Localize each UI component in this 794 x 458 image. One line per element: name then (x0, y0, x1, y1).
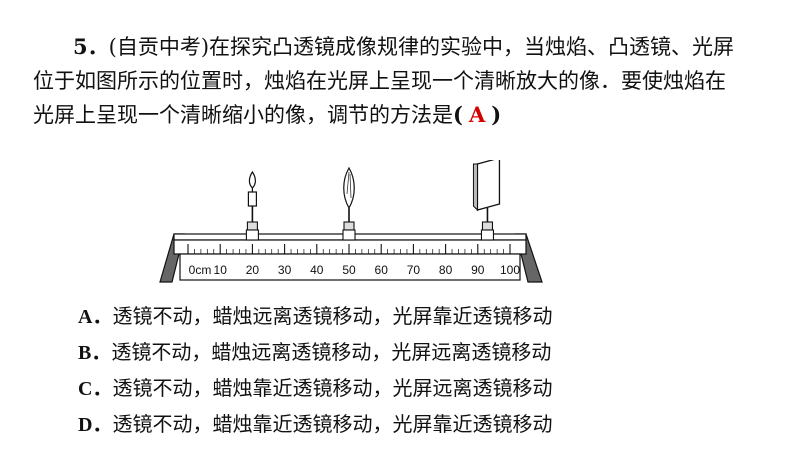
ruler-tick-label: 20 (246, 263, 260, 277)
option-c: C．透镜不动，蜡烛靠近透镜移动，光屏远离透镜移动 (78, 370, 552, 406)
ruler-tick-label: 10 (214, 263, 228, 277)
question-line-2: 位于如图所示的位置时，烛焰在光屏上呈现一个清晰放大的像．要使烛焰在 (33, 64, 768, 98)
question-line-3: 光屏上呈现一个清晰缩小的像，调节的方法是(A) (33, 98, 768, 132)
option-b-letter: B． (78, 342, 112, 364)
candle-flame (248, 170, 256, 189)
question-text-line-2: 位于如图所示的位置时，烛焰在光屏上呈现一个清晰放大的像．要使烛焰在 (33, 69, 726, 93)
option-c-letter: C． (78, 378, 113, 400)
option-b-text: 透镜不动，蜡烛远离透镜移动，光屏远离透镜移动 (111, 340, 552, 364)
candle-body (247, 191, 258, 207)
question-line-1: 5．(自贡中考)在探究凸透镜成像规律的实验中，当烛焰、凸透镜、光屏 (33, 30, 768, 64)
screen-holder (472, 160, 501, 241)
ruler-tick-label: 60 (375, 263, 389, 277)
answer-letter: A (468, 102, 486, 127)
light-screen (476, 160, 501, 211)
option-d: D．透镜不动，蜡烛靠近透镜移动，光屏靠近透镜移动 (78, 406, 552, 442)
question-stem: 5．(自贡中考)在探究凸透镜成像规律的实验中，当烛焰、凸透镜、光屏 位于如图所示… (33, 30, 768, 132)
ruler-tick-label: 40 (310, 263, 324, 277)
question-number: 5． (73, 34, 109, 59)
ruler-ticks (187, 244, 511, 254)
option-d-text: 透镜不动，蜡烛靠近透镜移动，光屏靠近透镜移动 (112, 412, 553, 436)
ruler-tick-label: 50 (342, 263, 356, 277)
ruler-tick-label: 80 (439, 263, 453, 277)
answer-paren-close: ) (491, 102, 502, 127)
ruler-tick-label: 90 (471, 263, 485, 277)
bench-label-strip (179, 253, 521, 281)
option-a-text: 透镜不动，蜡烛远离透镜移动，光屏靠近透镜移动 (112, 304, 553, 328)
question-source: (自贡中考) (108, 35, 210, 59)
option-b: B．透镜不动，蜡烛远离透镜移动，光屏远离透镜移动 (78, 334, 552, 370)
option-a: A．透镜不动，蜡烛远离透镜移动，光屏靠近透镜移动 (78, 298, 552, 334)
option-d-letter: D． (78, 414, 113, 436)
ruler-tick-label: 100 (500, 263, 520, 277)
answer-options: A．透镜不动，蜡烛远离透镜移动，光屏靠近透镜移动 B．透镜不动，蜡烛远离透镜移动… (78, 298, 552, 442)
question-text-line-1: 在探究凸透镜成像规律的实验中，当烛焰、凸透镜、光屏 (209, 35, 735, 59)
option-a-letter: A． (78, 306, 113, 328)
ruler-tick-label: 30 (278, 263, 292, 277)
option-c-text: 透镜不动，蜡烛靠近透镜移动，光屏远离透镜移动 (112, 376, 553, 400)
answer-paren-open: ( (453, 102, 463, 127)
lens-holder (342, 166, 356, 241)
ruler-tick-label: 70 (407, 263, 421, 277)
question-text-line-3: 光屏上呈现一个清晰缩小的像，调节的方法是 (33, 103, 453, 127)
ruler-tick-label: 0cm (189, 263, 212, 277)
candle-holder (245, 170, 259, 241)
